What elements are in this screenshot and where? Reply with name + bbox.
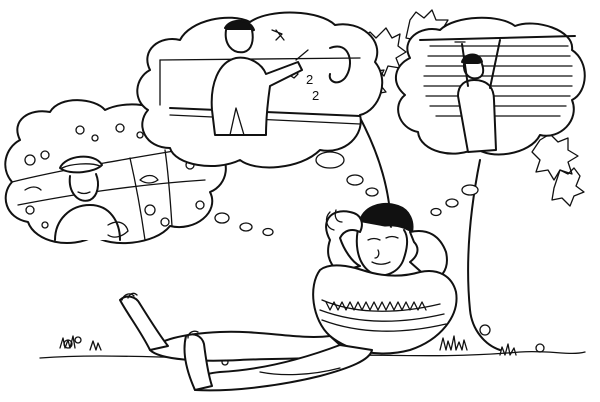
thought-trail-middle	[315, 151, 379, 197]
arrow-icon	[271, 29, 285, 41]
chalk-digit-1: 2	[306, 72, 313, 87]
flower-icon	[74, 336, 82, 344]
flower-icon	[63, 339, 73, 349]
thought-bubble-shop	[395, 16, 586, 156]
flower-icon	[479, 324, 491, 336]
sleeping-man	[119, 203, 458, 392]
thought-trail-right	[430, 184, 479, 217]
thought-trail-left	[214, 212, 274, 237]
flower-icon	[535, 343, 545, 353]
chalk-digit-2: 2	[312, 88, 319, 103]
thought-bubble-teacher: 2 2	[136, 11, 384, 169]
